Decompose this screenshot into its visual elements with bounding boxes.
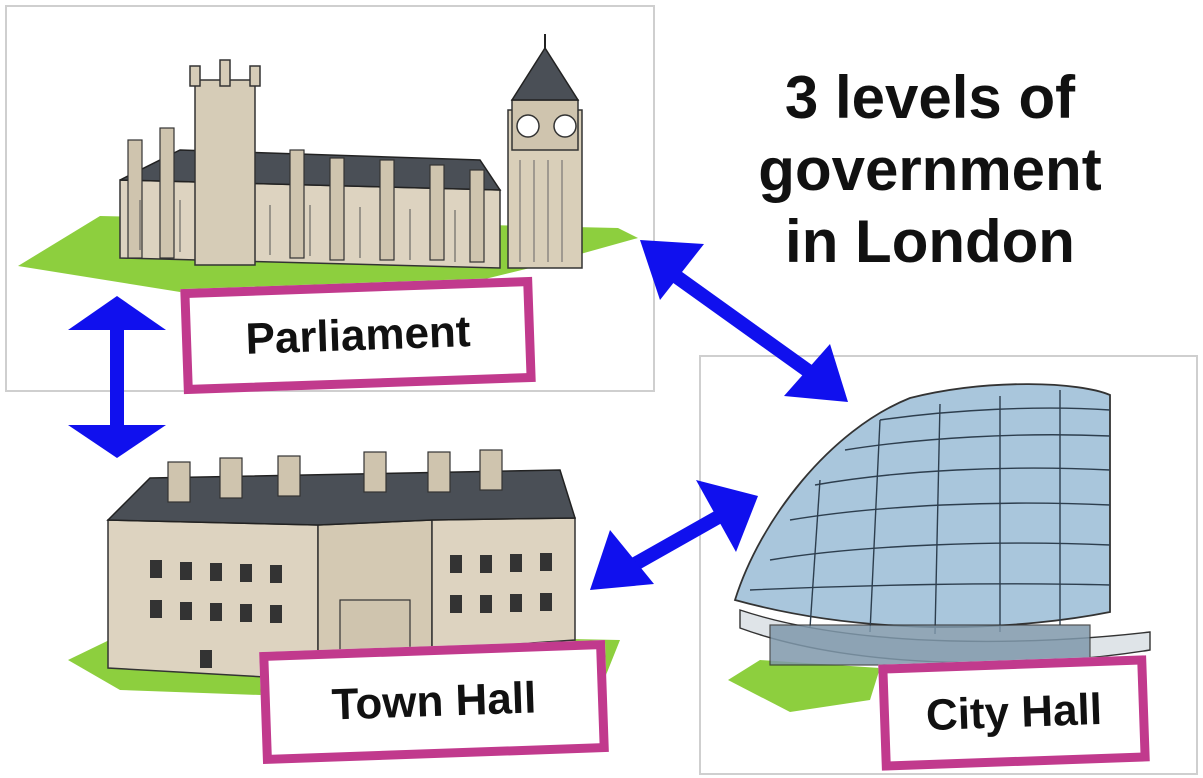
panel-frames xyxy=(5,5,1198,775)
arrow-townhall-cityhall xyxy=(590,480,758,590)
town-hall-label: Town Hall xyxy=(259,639,609,765)
city-hall-label: City Hall xyxy=(878,655,1150,771)
parliament-building-illustration xyxy=(18,34,638,300)
arrow-parliament-cityhall xyxy=(640,240,848,402)
title-line-3: in London xyxy=(785,208,1075,275)
title-line-1: 3 levels of xyxy=(784,64,1076,131)
arrow-parliament-townhall xyxy=(68,296,166,458)
city-hall-grass xyxy=(728,660,880,712)
parliament-label: Parliament xyxy=(180,276,536,395)
diagram-title: 3 levels of government in London xyxy=(700,62,1160,278)
city-hall-label-text: City Hall xyxy=(925,684,1103,741)
title-line-2: government xyxy=(758,136,1102,203)
town-hall-label-text: Town Hall xyxy=(330,673,538,730)
arrows xyxy=(68,240,848,590)
parliament-label-text: Parliament xyxy=(244,306,472,364)
